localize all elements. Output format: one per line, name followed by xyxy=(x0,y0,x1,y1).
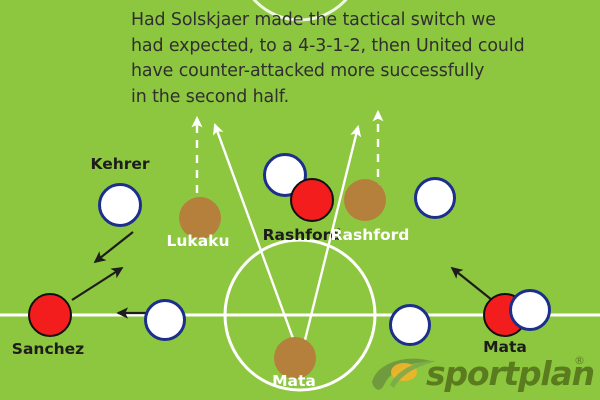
arrow-white-run-right xyxy=(300,124,362,353)
arrow-white-run-left xyxy=(213,122,300,353)
player-label-rashford-5: Rashford xyxy=(262,226,342,244)
player-label-mata-8: Mata xyxy=(272,372,316,390)
player-label-kehrer-0: Kehrer xyxy=(90,155,150,173)
player-marker-kehrer[interactable] xyxy=(98,183,142,227)
center-circle xyxy=(223,238,377,392)
player-marker-white-11[interactable] xyxy=(509,289,551,331)
player-label-mata-10: Mata xyxy=(483,338,527,356)
player-label-rashford-6: Rashford xyxy=(330,226,410,244)
caption-text: Had Solskjaer made the tactical switch w… xyxy=(131,10,525,107)
player-marker-white-9[interactable] xyxy=(389,304,431,346)
player-marker-white-2[interactable] xyxy=(144,299,186,341)
arrow-sanchez-forward-run xyxy=(71,267,124,301)
player-label-lukaku-3: Lukaku xyxy=(166,232,230,250)
player-marker-rashford[interactable] xyxy=(290,178,334,222)
penalty-arc xyxy=(252,0,348,22)
arrow-mata-forward-run xyxy=(450,266,493,301)
player-marker-lukaku[interactable] xyxy=(179,197,221,239)
arrow-kehrer-drop-back xyxy=(93,231,134,264)
player-marker-white-7[interactable] xyxy=(414,177,456,219)
player-marker-sanchez[interactable] xyxy=(28,293,72,337)
player-label-sanchez-1: Sanchez xyxy=(11,340,85,358)
player-marker-rashford[interactable] xyxy=(344,179,386,221)
player-marker-mata[interactable] xyxy=(274,337,316,379)
